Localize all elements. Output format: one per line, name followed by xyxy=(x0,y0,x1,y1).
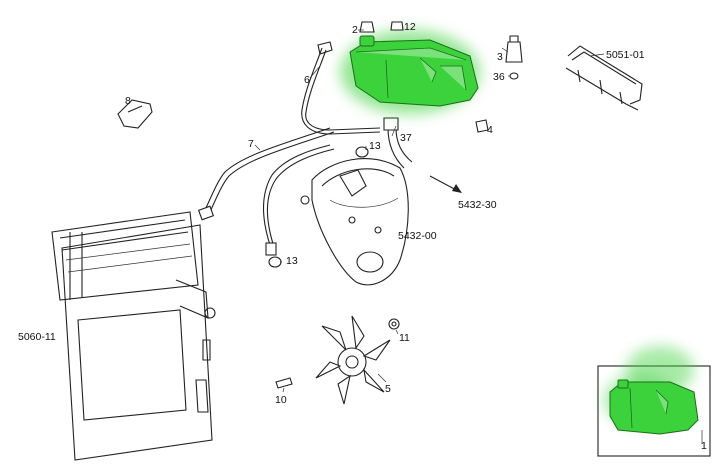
callout-5060-11: 5060-11 xyxy=(18,331,56,343)
leader-lines xyxy=(254,29,703,444)
callout-13-upper: 13 xyxy=(369,140,381,152)
callout-5432-30: 5432-30 xyxy=(458,199,497,211)
callout-1: 1 xyxy=(701,440,707,452)
cap-2[interactable] xyxy=(359,21,375,33)
callout-36: 36 xyxy=(493,71,505,83)
fan[interactable] xyxy=(315,315,391,405)
callout-8: 8 xyxy=(125,95,131,107)
sensor-3[interactable] xyxy=(505,35,523,63)
callout-3: 3 xyxy=(497,51,503,63)
callout-4: 4 xyxy=(487,124,493,136)
expansion-tank[interactable] xyxy=(340,30,480,114)
callout-11: 11 xyxy=(399,332,410,344)
hose-37[interactable] xyxy=(383,117,413,169)
inset-thumbnail[interactable] xyxy=(597,346,711,457)
clamp-13-upper[interactable] xyxy=(355,146,369,158)
arrow-5432-30 xyxy=(429,175,462,193)
callout-5: 5 xyxy=(385,383,391,395)
bracket-5051-01[interactable] xyxy=(565,45,643,111)
clamp-13-lower[interactable] xyxy=(268,256,282,268)
callout-13-lower: 13 xyxy=(286,255,298,267)
callout-5432-00: 5432-00 xyxy=(398,230,437,242)
hose-6[interactable] xyxy=(301,41,381,135)
nut-11[interactable] xyxy=(388,318,400,330)
callout-6: 6 xyxy=(304,74,310,86)
callout-37: 37 xyxy=(400,132,412,144)
screw-4[interactable] xyxy=(475,119,489,133)
callout-12: 12 xyxy=(404,21,416,33)
callout-2: 2 xyxy=(352,24,358,36)
clip-8[interactable] xyxy=(117,99,153,129)
callout-10: 10 xyxy=(275,394,287,406)
bolt-10[interactable] xyxy=(275,377,293,389)
callout-5051-01: 5051-01 xyxy=(606,49,645,61)
radiator[interactable] xyxy=(51,211,216,461)
hose-7[interactable] xyxy=(197,127,335,256)
cap-12[interactable] xyxy=(390,21,404,31)
washer-36[interactable] xyxy=(509,72,519,80)
pump-housing[interactable] xyxy=(300,158,409,286)
callout-7: 7 xyxy=(248,138,254,150)
